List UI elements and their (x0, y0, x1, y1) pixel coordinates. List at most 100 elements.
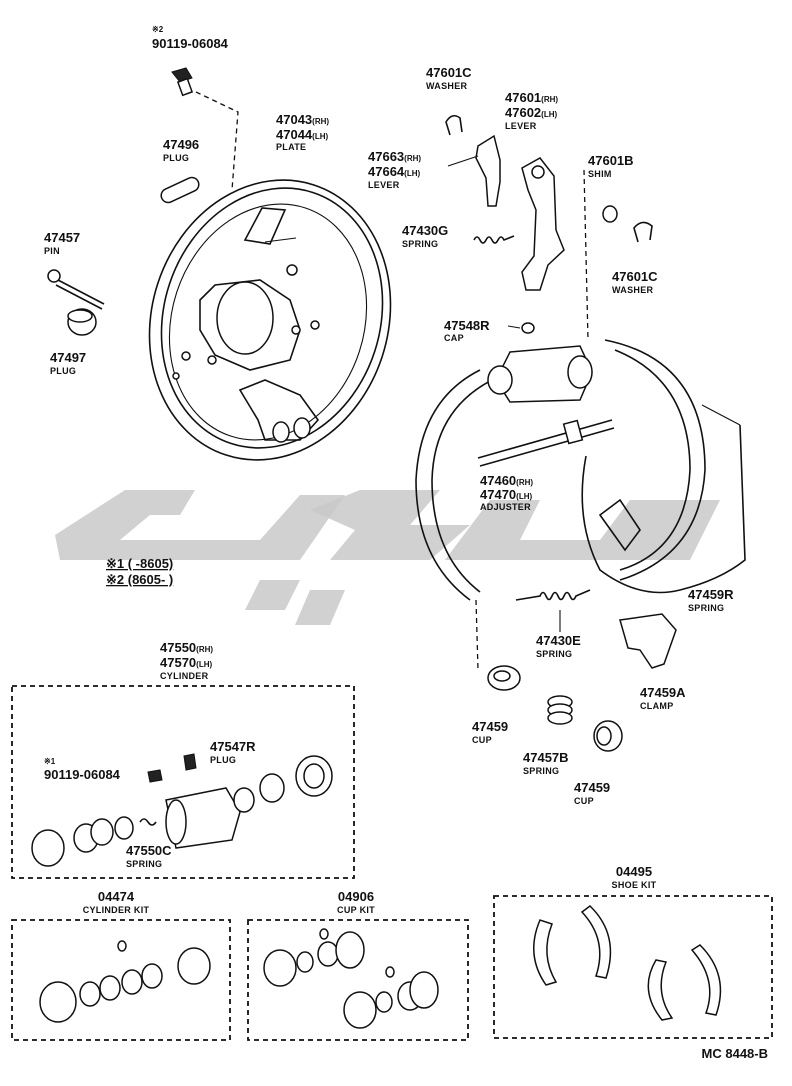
lever-mid-caption: LEVER (368, 180, 400, 190)
label-washer-top: 47601C WASHER (426, 65, 472, 91)
shoe-kit-box (493, 895, 773, 1039)
label-spring-r: 47459R SPRING (688, 587, 734, 613)
cup-left-number: 47459 (472, 719, 508, 734)
cap-r-part (521, 322, 535, 334)
adjuster-suffix-rh: (RH) (516, 478, 533, 487)
svg-text:47602(LH): 47602(LH) (505, 105, 557, 120)
svg-text:47044(LH): 47044(LH) (276, 127, 328, 142)
plug-47497-part (67, 308, 97, 336)
plug-r-number: 47547R (210, 739, 256, 754)
cylinder-number-rh: 47550 (160, 640, 196, 655)
cup-right-part (593, 720, 623, 752)
washer-right-number: 47601C (612, 269, 658, 284)
cylinder-box (11, 685, 355, 879)
shim-caption: SHIM (588, 169, 612, 179)
cup-right-caption: CUP (574, 796, 594, 806)
plug-47497-caption: PLUG (50, 366, 76, 376)
label-shoe-kit: 04495 SHOE KIT (612, 864, 657, 890)
plate-suffix-rh: (RH) (312, 117, 329, 126)
spring-r-caption: SPRING (688, 603, 724, 613)
washer-right-part (633, 221, 653, 243)
label-shim: 47601B SHIM (588, 153, 634, 179)
plate-number-lh: 47044 (276, 127, 313, 142)
spring-b-part (547, 695, 573, 725)
shim-number: 47601B (588, 153, 634, 168)
plug-47497-number: 47497 (50, 350, 86, 365)
shoe-assembly (415, 339, 746, 601)
spring-c-caption: SPRING (126, 859, 162, 869)
label-spring-e: 47430E SPRING (536, 633, 581, 659)
bolt-top-number: 90119-06084 (152, 36, 229, 51)
cup-kit-box (247, 919, 469, 1041)
backing-plate (148, 179, 392, 461)
label-clamp: 47459A CLAMP (640, 685, 686, 711)
svg-text:47664(LH): 47664(LH) (368, 164, 420, 179)
spring-g-number: 47430G (402, 223, 448, 238)
cylinder-kit-parts (39, 940, 211, 1023)
cylinder-caption: CYLINDER (160, 671, 209, 681)
label-spring-g: 47430G SPRING (402, 223, 448, 249)
washer-top-number: 47601C (426, 65, 472, 80)
cup-kit-parts (263, 928, 439, 1029)
cup-left-part (487, 665, 521, 691)
adjuster-number-rh: 47460 (480, 473, 516, 488)
spring-e-number: 47430E (536, 633, 581, 648)
watermark-logo (55, 490, 720, 625)
note-2: ※2 (8605- ) (106, 572, 173, 587)
label-cylinder: 47550(RH) 47570(LH) CYLINDER (160, 640, 213, 681)
cylinder-number-lh: 47570 (160, 655, 196, 670)
label-lever-top: 47601(RH) 47602(LH) LEVER (505, 90, 558, 131)
clamp-number: 47459A (640, 685, 686, 700)
label-bolt-top: ※2 90119-06084 (152, 25, 229, 51)
adjuster-suffix-lh: (LH) (516, 492, 532, 501)
clamp-part (619, 613, 677, 669)
spring-e-part (515, 589, 591, 601)
label-bolt-cyl: ※1 90119-06084 (44, 757, 121, 782)
plug-47496-number: 47496 (163, 137, 199, 152)
lever-top-suffix-rh: (RH) (541, 95, 558, 104)
bolt-cyl-number: 90119-06084 (44, 767, 121, 782)
label-plug-47496: 47496 PLUG (163, 137, 199, 163)
pin-47457-part (47, 269, 105, 310)
lever-mid-suffix-rh: (RH) (404, 154, 421, 163)
cylinder-suffix-lh: (LH) (196, 660, 212, 669)
bolt-top-mark: ※2 (152, 25, 164, 34)
svg-text:47601(RH): 47601(RH) (505, 90, 558, 105)
label-cap-r: 47548R CAP (444, 318, 490, 343)
shoe-kit-parts (533, 905, 722, 1021)
spring-b-number: 47457B (523, 750, 569, 765)
label-spring-c: 47550C SPRING (126, 843, 172, 869)
note-1: ※1 ( -8605) (106, 556, 173, 571)
spring-e-caption: SPRING (536, 649, 572, 659)
svg-text:47663(RH): 47663(RH) (368, 149, 421, 164)
doc-code: MC 8448-B (702, 1046, 768, 1061)
label-cup-right: 47459 CUP (574, 780, 610, 806)
adjuster-number-lh: 47470 (480, 487, 516, 502)
label-cup-left: 47459 CUP (472, 719, 508, 745)
label-plate: 47043(RH) 47044(LH) PLATE (276, 112, 329, 152)
adjuster-caption: ADJUSTER (480, 502, 531, 512)
spring-g-caption: SPRING (402, 239, 438, 249)
spring-r-number: 47459R (688, 587, 734, 602)
label-plug-r: 47547R PLUG (210, 739, 256, 765)
svg-text:47550(RH): 47550(RH) (160, 640, 213, 655)
lever-top-number-lh: 47602 (505, 105, 541, 120)
cylinder-kit-box (11, 919, 231, 1041)
svg-text:47570(LH): 47570(LH) (160, 655, 212, 670)
svg-text:47043(RH): 47043(RH) (276, 112, 329, 127)
cup-right-number: 47459 (574, 780, 610, 795)
washer-right-caption: WASHER (612, 285, 654, 295)
bolt-top (171, 67, 194, 97)
svg-text:47470(LH): 47470(LH) (480, 487, 532, 502)
lever-top-suffix-lh: (LH) (541, 110, 557, 119)
label-cyl-kit: 04474 CYLINDER KIT (83, 889, 150, 915)
label-plug-47497: 47497 PLUG (50, 350, 86, 376)
pin-number: 47457 (44, 230, 80, 245)
label-washer-right: 47601C WASHER (612, 269, 658, 295)
lever-mid-number-rh: 47663 (368, 149, 404, 164)
cup-kit-caption: CUP KIT (337, 905, 375, 915)
label-notes: ※1 ( -8605) ※2 (8605- ) (106, 556, 173, 587)
bolt-cyl-mark: ※1 (44, 757, 56, 766)
washer-top-part (445, 114, 463, 136)
